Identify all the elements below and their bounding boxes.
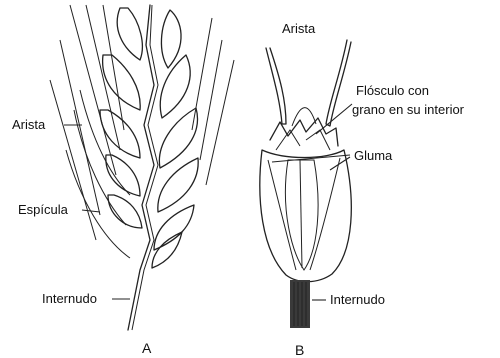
label-arista-b: Arista xyxy=(282,21,316,36)
label-espicula-a: Espícula xyxy=(18,202,69,217)
label-internudo-b: Internudo xyxy=(330,292,385,307)
label-flosculo-line2: grano en su interior xyxy=(352,102,465,117)
internode-stem xyxy=(290,280,310,328)
panel-letter-a: A xyxy=(142,340,152,356)
floret-tops xyxy=(270,118,338,150)
panel-letter-b: B xyxy=(295,342,304,358)
label-internudo-a: Internudo xyxy=(42,291,97,306)
panel-a-spike-illustration: Arista Espícula Internudo A xyxy=(12,5,234,356)
outer-glumes xyxy=(66,90,130,258)
awn-right xyxy=(326,40,351,126)
panel-b-spikelet-illustration: Arista Flósculo con grano en su interior… xyxy=(260,21,465,358)
label-gluma: Gluma xyxy=(354,148,393,163)
label-flosculo-line1: Flósculo con xyxy=(356,83,429,98)
label-arista-a: Arista xyxy=(12,117,46,132)
spikelets-left xyxy=(100,8,142,228)
spikelets-right xyxy=(152,10,198,268)
awn-left xyxy=(266,48,286,124)
